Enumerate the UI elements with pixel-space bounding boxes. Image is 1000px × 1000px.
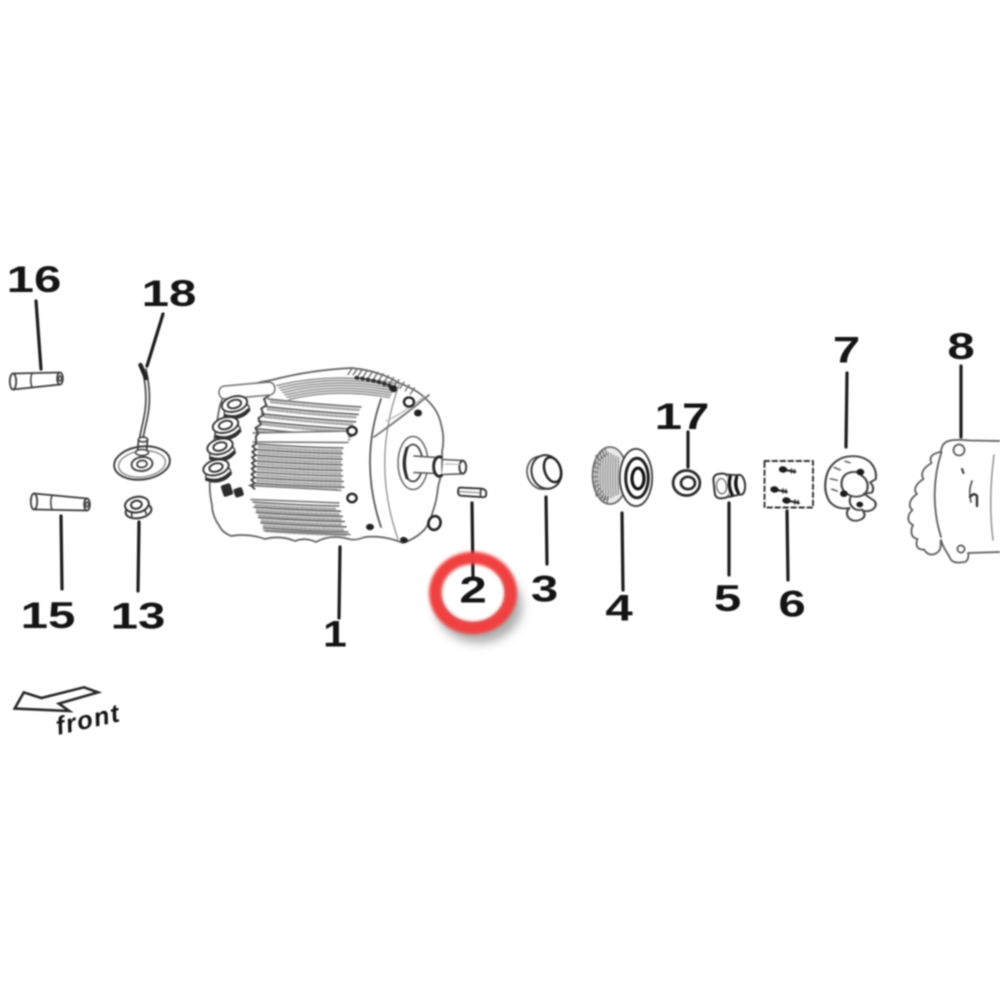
- svg-text:5: 5: [714, 579, 741, 620]
- svg-text:4: 4: [605, 588, 632, 629]
- svg-text:15: 15: [21, 596, 76, 637]
- svg-text:13: 13: [111, 596, 166, 637]
- svg-text:16: 16: [7, 260, 62, 301]
- svg-text:6: 6: [778, 584, 805, 625]
- svg-text:18: 18: [142, 274, 197, 315]
- svg-text:1: 1: [323, 614, 347, 655]
- svg-text:2: 2: [459, 570, 486, 611]
- svg-text:7: 7: [833, 330, 860, 371]
- svg-text:8: 8: [947, 327, 974, 368]
- svg-text:3: 3: [531, 569, 558, 610]
- svg-text:17: 17: [655, 397, 710, 438]
